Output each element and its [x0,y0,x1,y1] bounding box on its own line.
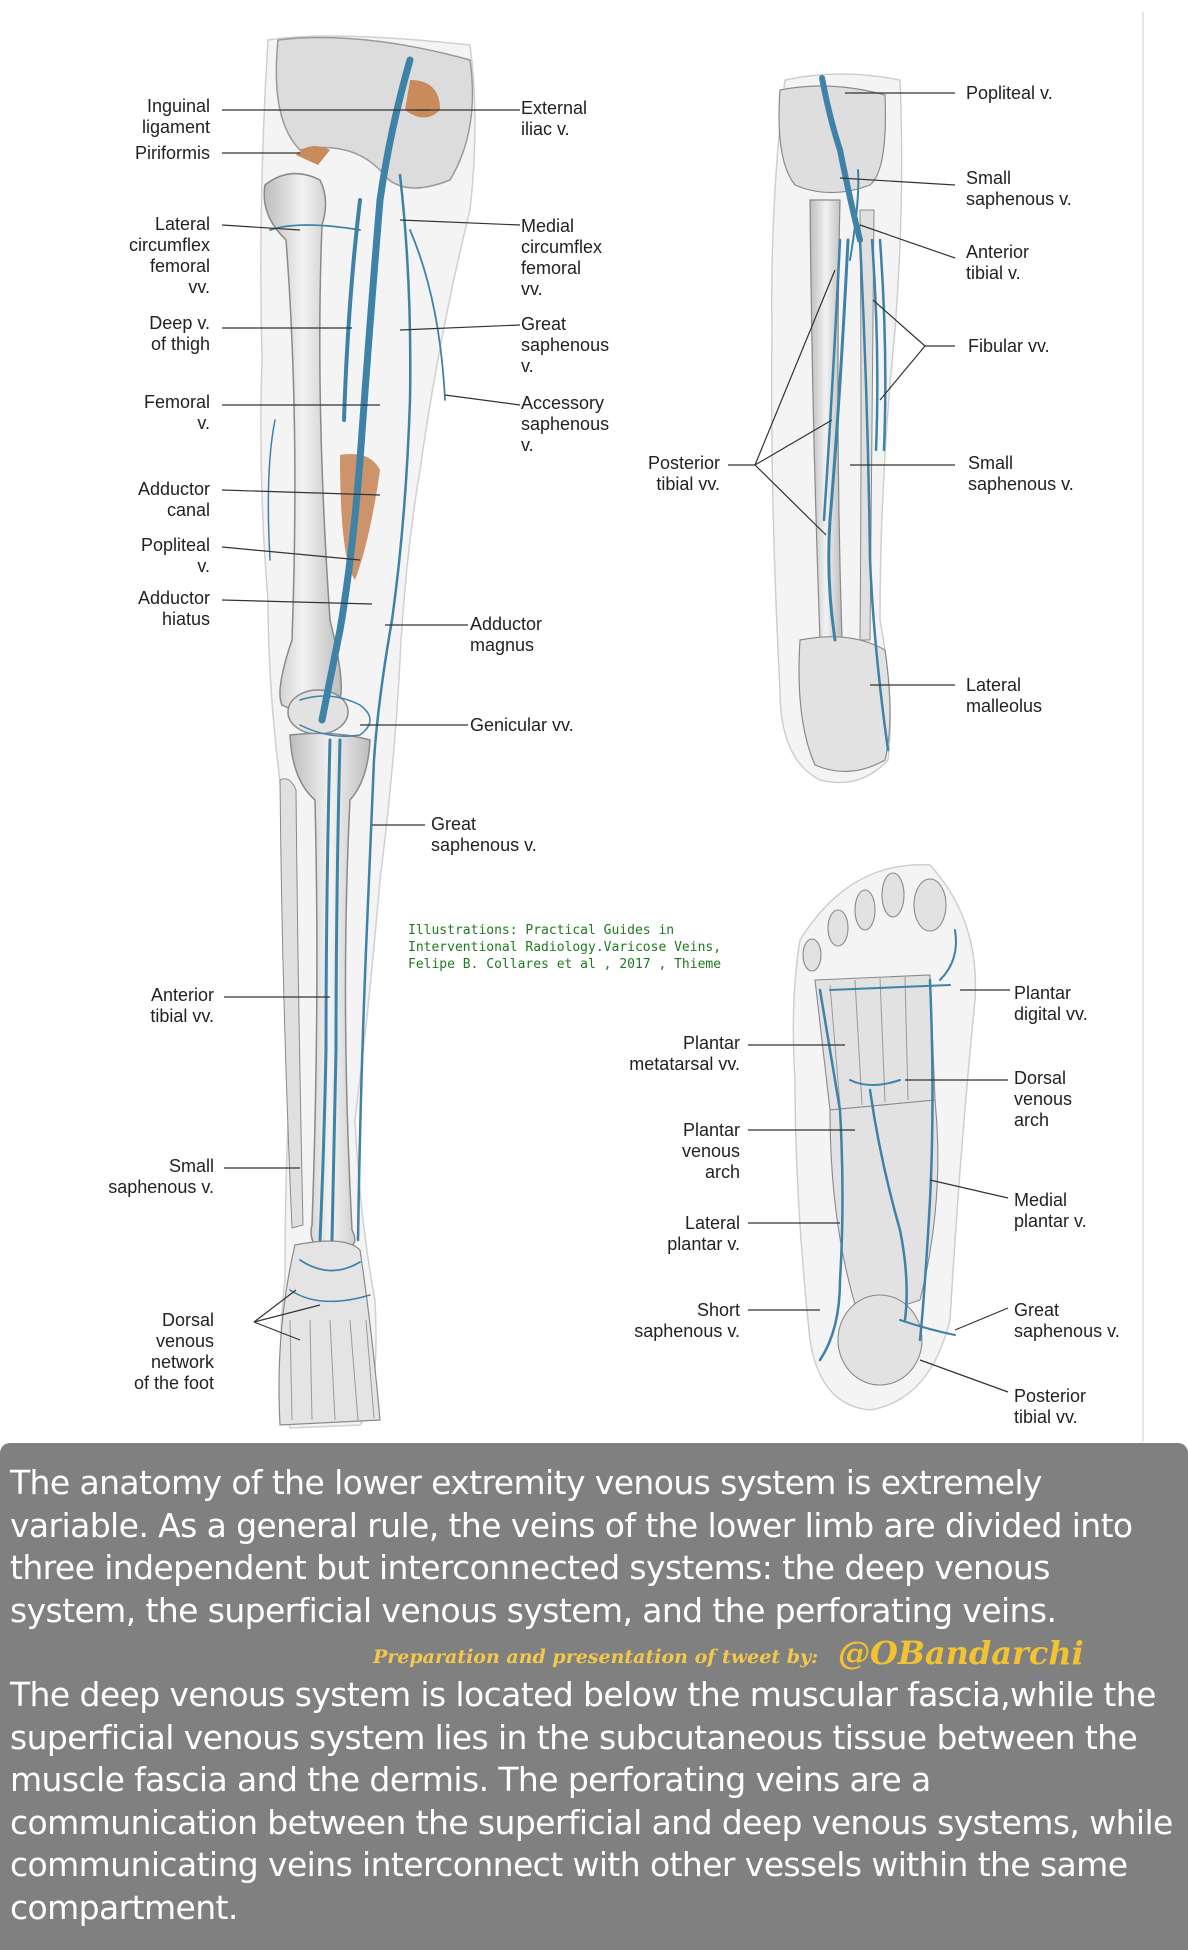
posterior-leg-figure [728,73,956,784]
label-deep-v-thigh: Deep v. of thigh [149,313,210,354]
label-lateral-circumflex: Lateral circumflex femoral vv. [128,214,210,297]
label-genicular-vv: Genicular vv. [470,715,574,735]
label-dorsal-venous-network: Dorsal venous network of the foot [133,1310,214,1393]
venous-diagram [221,35,1010,1429]
label-anterior-tibial-vv: Anterior tibial vv. [150,985,214,1026]
label-posterior-tibial-foot: Posterior tibial vv. [1014,1386,1087,1427]
label-adductor-canal: Adductor canal [137,479,210,520]
label-plantar-digital-vv: Plantar digital vv. [1014,983,1088,1024]
label-plantar-venous-arch: Plantar venous arch [681,1120,740,1182]
label-small-saphenous: Small saphenous v. [108,1156,214,1197]
label-small-saphenous-mid: Small saphenous v. [968,453,1074,494]
label-external-iliac: External iliac v. [521,98,588,139]
label-adductor-magnus: Adductor magnus [470,614,543,655]
illustration-credit: Illustrations: Practical Guides in Inter… [408,923,722,972]
label-adductor-hiatus: Adductor hiatus [137,588,210,629]
plantar-foot-figure [748,863,1010,1411]
label-short-saphenous-v: Short saphenous v. [634,1300,740,1341]
full-limb-figure [221,35,521,1429]
divider-line [1142,12,1144,1442]
label-dorsal-venous-arch: Dorsal venous arch [1014,1068,1073,1130]
label-accessory-saphenous: Accessory saphenous v. [521,393,610,455]
label-popliteal-v: Popliteal v. [140,535,210,576]
label-lateral-malleolus: Lateral malleolus [966,675,1043,716]
label-anterior-tibial-v: Anterior tibial v. [966,242,1030,283]
label-small-saphenous-top: Small saphenous v. [966,168,1072,209]
author-handle[interactable]: @OBandarchi [838,1634,1084,1672]
label-great-saphenous-leg: Great saphenous v. [431,814,537,855]
prep-credit: Preparation and presentation of tweet by… [373,1646,819,1668]
label-popliteal: Popliteal v. [966,83,1053,103]
label-great-saphenous: Great saphenous v. [521,314,610,376]
label-plantar-metatarsal-vv: Plantar metatarsal vv. [629,1033,740,1074]
label-medial-circumflex: Medial circumflex femoral vv. [521,216,603,299]
label-femoral-v: Femoral v. [143,392,210,433]
anatomy-illustration: Inguinal ligament Piriformis Lateral cir… [108,12,1144,1442]
label-piriformis: Piriformis [135,143,210,163]
label-lateral-plantar-v: Lateral plantar v. [667,1213,740,1254]
label-fibular-vv: Fibular vv. [968,336,1050,356]
description-panel [0,1443,1188,1950]
label-posterior-tibial-vv: Posterior tibial vv. [647,453,720,494]
label-medial-plantar-v: Medial plantar v. [1014,1190,1087,1231]
label-inguinal-ligament: Inguinal ligament [141,96,210,137]
description-paragraph-2: The deep venous system is located below … [10,1675,1173,1927]
label-great-saphenous-foot: Great saphenous v. [1014,1300,1120,1341]
description-paragraph-1: The anatomy of the lower extremity venou… [10,1463,1133,1630]
